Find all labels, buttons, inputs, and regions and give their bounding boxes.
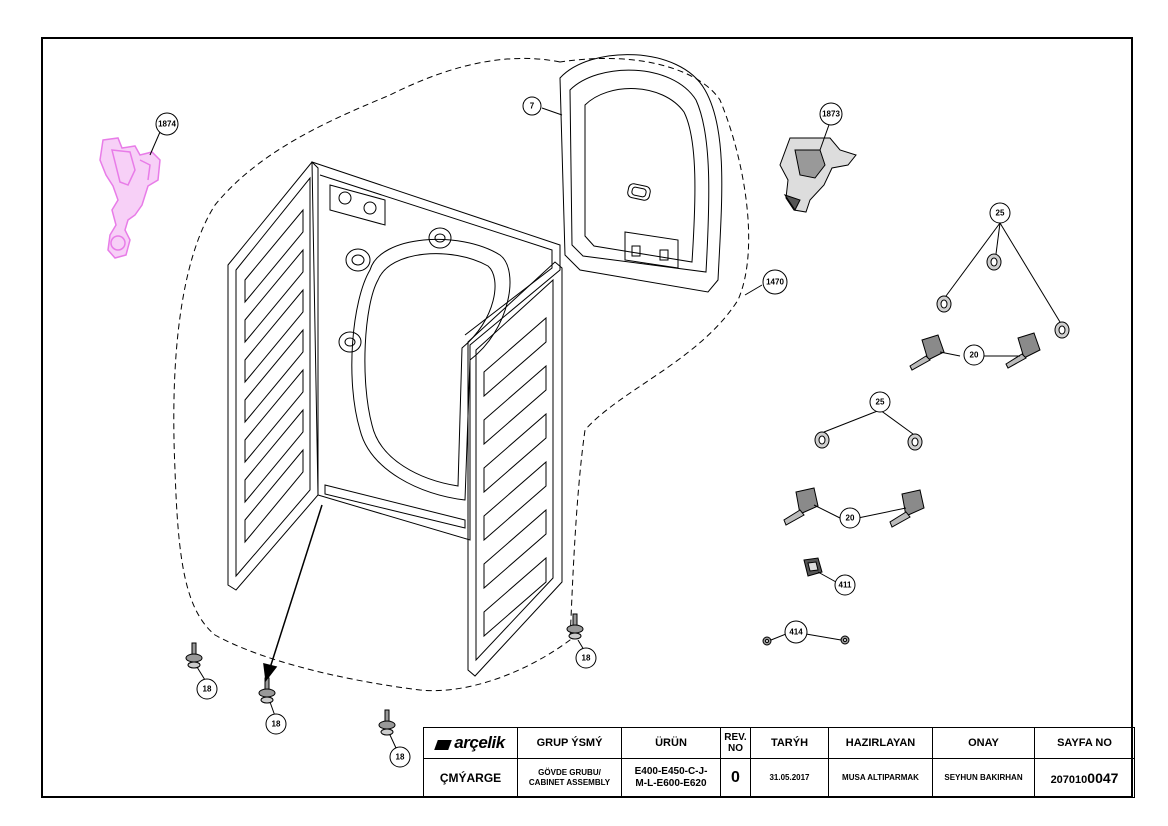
callout-1873 — [819, 102, 843, 126]
leader-lines — [149, 107, 1061, 749]
part-7-door-panel — [559, 54, 723, 293]
part-20-pins-lower — [783, 487, 925, 528]
brand-name: arçelik — [454, 733, 505, 752]
callout-labels: 1874 1873 7 1470 25 20 25 20 411 414 18 … — [158, 102, 1005, 762]
title-block-header-row: arçelik GRUP ÝSMÝ ÜRÜN REV. NO TARÝH HAZ… — [423, 727, 1135, 759]
header-date: TARÝH — [750, 727, 829, 759]
foot-4 — [378, 709, 396, 736]
callout-1874 — [155, 112, 179, 136]
callout-18-c — [575, 647, 597, 669]
header-rev-line1: REV. — [724, 732, 747, 743]
callout-18-a-text: 18 — [203, 685, 212, 694]
value-date: 31.05.2017 — [750, 758, 829, 798]
callout-25-lower — [869, 391, 891, 413]
value-group-line2: CABINET ASSEMBLY — [528, 778, 611, 787]
value-org: ÇMÝARGE — [423, 758, 518, 798]
callout-20-upper — [963, 344, 985, 366]
header-page-no: SAYFA NO — [1034, 727, 1135, 759]
foot-1 — [185, 642, 203, 669]
value-rev: 0 — [720, 758, 751, 798]
callout-1874-text: 1874 — [158, 120, 176, 129]
part-20-pins-upper — [909, 332, 1041, 371]
callout-411 — [834, 574, 856, 596]
callout-25-upper-text: 25 — [996, 209, 1005, 218]
part-1873-lock-bracket — [779, 137, 857, 213]
cabinet-back-panel — [311, 161, 561, 541]
header-prepared-by: HAZIRLAYAN — [828, 727, 933, 759]
value-page-no: 2070100047 — [1034, 758, 1135, 798]
callout-25-upper — [989, 202, 1011, 224]
callout-18-c-text: 18 — [582, 654, 591, 663]
callout-414 — [784, 620, 808, 644]
callout-7-text: 7 — [530, 102, 535, 111]
value-group-line1: GÖVDE GRUBU/ — [538, 768, 601, 777]
assembly-boundary-dashed — [173, 57, 750, 692]
part-25-grommets-lower — [814, 431, 923, 451]
callout-1470 — [762, 269, 788, 295]
part-25-grommets-upper — [936, 253, 1070, 339]
callout-25-lower-text: 25 — [876, 398, 885, 407]
header-approval: ONAY — [932, 727, 1035, 759]
value-prepared-by: MUSA ALTIPARMAK — [828, 758, 933, 798]
title-block: arçelik GRUP ÝSMÝ ÜRÜN REV. NO TARÝH HAZ… — [423, 727, 1135, 798]
brand-logo: arçelik — [423, 727, 518, 759]
value-product-line2: M-L-E600-E620 — [635, 778, 707, 789]
callout-18-b — [265, 713, 287, 735]
title-block-value-row: ÇMÝARGE GÖVDE GRUBU/ CABINET ASSEMBLY E4… — [423, 758, 1135, 798]
callout-1873-text: 1873 — [822, 110, 840, 119]
header-product: ÜRÜN — [621, 727, 721, 759]
value-group: GÖVDE GRUBU/ CABINET ASSEMBLY — [517, 758, 622, 798]
part-18-feet — [185, 613, 584, 736]
cabinet-left-panel — [227, 161, 319, 591]
foot-3 — [566, 613, 584, 640]
callout-18-a — [196, 678, 218, 700]
callout-20-lower — [839, 507, 861, 529]
callouts — [155, 96, 1011, 768]
callout-1470-text: 1470 — [766, 278, 784, 287]
callout-7 — [522, 96, 542, 116]
callout-414-text: 414 — [789, 628, 803, 637]
part-411-clip — [803, 557, 823, 577]
callout-18-d-text: 18 — [396, 753, 405, 762]
brand-mark-icon — [434, 740, 453, 751]
callout-20-lower-text: 20 — [846, 514, 855, 523]
header-group-name: GRUP ÝSMÝ — [517, 727, 622, 759]
cabinet-right-panel — [467, 261, 563, 677]
part-414-screws — [762, 635, 850, 646]
assembly-arrow — [263, 504, 323, 682]
callout-18-b-text: 18 — [272, 720, 281, 729]
callout-20-upper-text: 20 — [970, 351, 979, 360]
value-page-prefix: 207010 — [1050, 774, 1088, 786]
callout-411-text: 411 — [839, 581, 852, 590]
part-1874-holder — [99, 137, 161, 259]
header-rev-line2: NO — [728, 743, 743, 754]
header-rev-no: REV. NO — [720, 727, 751, 759]
value-product-line1: E400-E450-C-J- — [634, 766, 708, 777]
callout-18-d — [389, 746, 411, 768]
value-approval: SEYHUN BAKIRHAN — [932, 758, 1035, 798]
value-product: E400-E450-C-J- M-L-E600-E620 — [621, 758, 721, 798]
foot-2 — [258, 677, 276, 704]
value-page-suffix: 0047 — [1087, 770, 1119, 786]
